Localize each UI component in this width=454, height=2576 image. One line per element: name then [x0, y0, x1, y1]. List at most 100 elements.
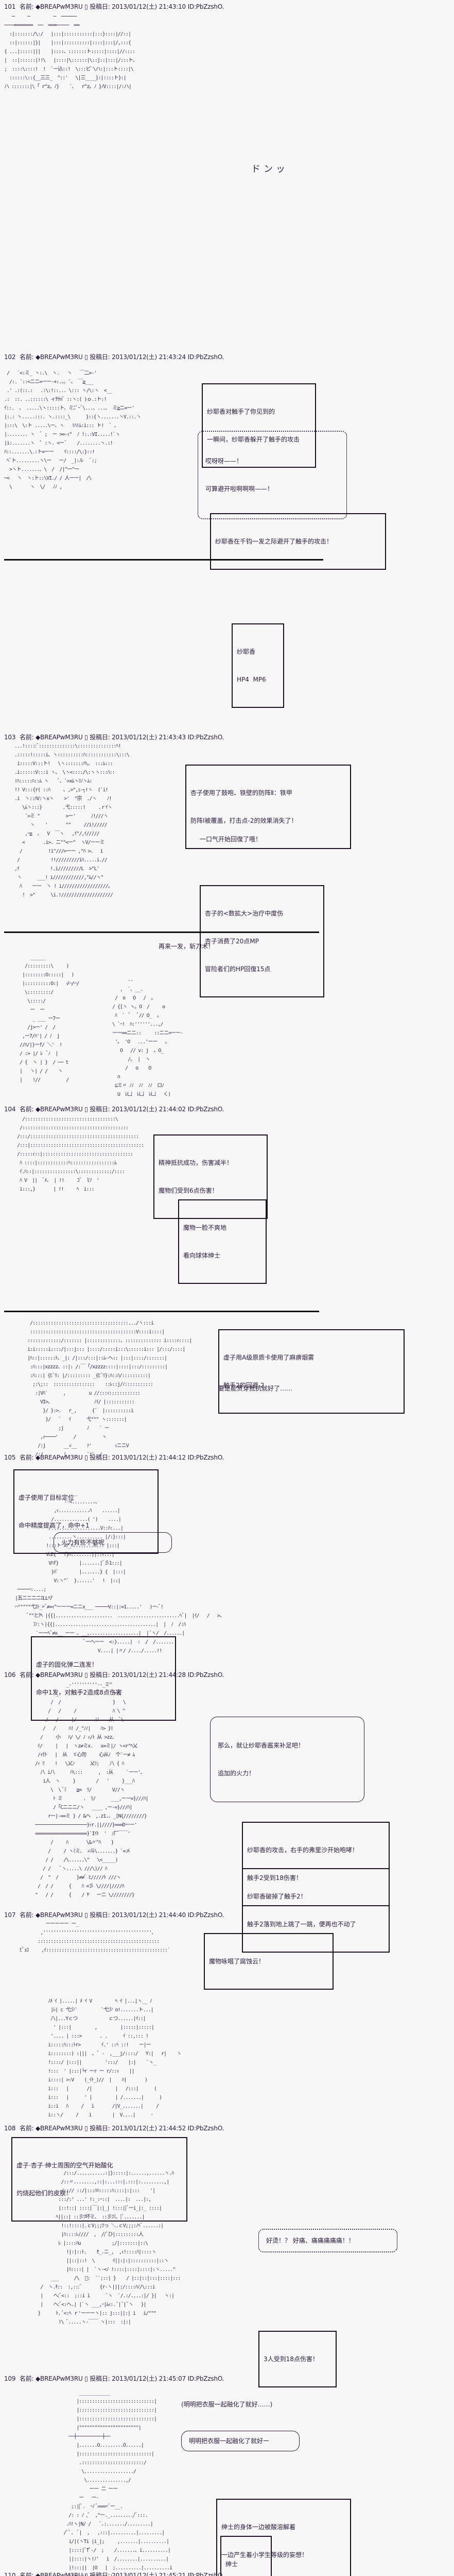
post-number[interactable]: 105 [4, 1454, 16, 1461]
narration-box: 虚子用A级原质卡使用了麻痹烟雾 触手2的回避-2 [218, 1329, 405, 1414]
post-number[interactable]: 110 [4, 2572, 16, 2576]
mail-icon[interactable]: ▯ [84, 353, 88, 361]
narration-box: 绅士的身体一边被酸溶解着 一边产生着小学生等级的妄想！ [216, 2499, 351, 2576]
narration-box: 魔物咏唱了腐蚀云！ [204, 1933, 334, 1990]
mail-icon[interactable]: ▯ [84, 1106, 88, 1113]
post-id[interactable]: ID:PbZzshO. [187, 1454, 224, 1461]
mail-icon[interactable]: ▯ [84, 2375, 88, 2382]
narration-box: 虚子的固化弹二连发！ 命中1发，对触手2造成8点伤害 [31, 1636, 176, 1721]
mail-icon[interactable]: ▯ [84, 734, 88, 741]
date-label: 投稿日: [90, 2572, 110, 2576]
narration-box: 杏子使用了鼓咆、铁壁的防阵Ⅱ：铁甲 防阵Ⅰ被覆盖，打击点-2的效果消失了！ [185, 765, 351, 849]
post-header-109: 109 名前: ◆BREAPwM3RU ▯ 投稿日: 2013/01/12(土)… [4, 2374, 224, 2383]
thought-text: (明明把衣服一起融化了就好……) [181, 2401, 273, 2408]
post-number[interactable]: 101 [4, 3, 16, 10]
tripcode: ◆BREAPwM3RU [36, 3, 83, 10]
tripcode: ◆BREAPwM3RU [36, 734, 83, 741]
ascii-art-104b: /:::::::::::::::::::::::::::::::::::::..… [27, 1320, 192, 1458]
post-number[interactable]: 103 [4, 734, 16, 741]
post-header-107: 107 名前: ◆BREAPwM3RU ▯ 投稿日: 2013/01/12(土)… [4, 1910, 224, 1920]
post-header-104: 104 名前: ◆BREAPwM3RU ▯ 投稿日: 2013/01/12(土)… [4, 1105, 224, 1114]
narration-box: 虚子·杏子·绅士周围的空气开始酸化 灼烧起他们的皮肤！ [11, 2137, 187, 2222]
ascii-art-107: ーーーーー ー_ ,''''''''''''''''''''''''''''''… [20, 1921, 170, 1953]
speech-bubble: 那么，就让纱耶香酱来补足吧！ 追加的火力！ [210, 1717, 364, 1802]
post-id[interactable]: ID:PbZzshO. [187, 3, 224, 10]
narration-box: 纱耶香破掉了触手2！ 触手2落到地上跳了一跳，便再也不动了 [242, 1868, 390, 1953]
tripcode: ◆BREAPwM3RU [36, 2375, 83, 2382]
date-label: 投稿日: [90, 1454, 110, 1461]
post-id[interactable]: ID:PbZzshO. [187, 2375, 224, 2382]
tripcode: ◆BREAPwM3RU [36, 1454, 83, 1461]
divider [4, 559, 323, 561]
post-id[interactable]: ID:PbZzshO. [187, 2572, 224, 2576]
post-id[interactable]: ID:PbZzshO. [187, 734, 224, 741]
ascii-art-108: /:::/...........:|}:::::|:......,......ヽ… [38, 2171, 181, 2325]
mail-icon[interactable]: ▯ [84, 1671, 88, 1679]
post-date: 2013/01/12(土) 21:44:28 [112, 1671, 186, 1679]
post-id[interactable]: ID:PbZzshO. [187, 1671, 224, 1679]
post-number[interactable]: 104 [4, 1106, 16, 1113]
post-header-106: 106 名前: ◆BREAPwM3RU ▯ 投稿日: 2013/01/12(土)… [4, 1670, 224, 1680]
post-header-103: 103 名前: ◆BREAPwM3RU ▯ 投稿日: 2013/01/12(土)… [4, 733, 224, 742]
post-header-102: 102 名前: ◆BREAPwM3RU ▯ 投稿日: 2013/01/12(土)… [4, 352, 224, 362]
name-label: 名前: [19, 1671, 34, 1679]
narration-box: 3人受到18点伤害！ [258, 2331, 337, 2387]
ascii-art-109: ____________ |::::::::::::::::::::::::::… [63, 2390, 193, 2576]
mail-icon[interactable]: ▯ [84, 1911, 88, 1919]
ascii-art-103c: -- , `、__. / o O / 。 / {[ヽ ヽ。O / o ﾊ ` ﾟ… [112, 978, 183, 1097]
name-label: 名前: [19, 2125, 34, 2132]
post-header-108: 108 名前: ◆BREAPwM3RU ▯ 投稿日: 2013/01/12(土)… [4, 2124, 224, 2133]
shout-bubble: 好烫！？ 好痛、痛痛痛痛痛！！ [258, 2229, 397, 2252]
tripcode: ◆BREAPwM3RU [36, 2125, 83, 2132]
tripcode: ◆BREAPwM3RU [36, 1106, 83, 1113]
post-number[interactable]: 106 [4, 1671, 16, 1679]
post-date: 2013/01/12(土) 21:43:24 [112, 353, 186, 361]
post-date: 2013/01/12(土) 21:44:12 [112, 1454, 186, 1461]
mail-icon[interactable]: ▯ [84, 2572, 88, 2576]
name-label: 名前: [19, 734, 34, 741]
post-date: 2013/01/12(土) 21:43:43 [112, 734, 186, 741]
mail-icon[interactable]: ▯ [84, 3, 88, 10]
mail-icon[interactable]: ▯ [84, 2125, 88, 2132]
post-number[interactable]: 108 [4, 2125, 16, 2132]
narration-box: 纱耶香在千钧一发之际避开了触手的攻击！ [210, 513, 386, 570]
post-header-105: 105 名前: ◆BREAPwM3RU ▯ 投稿日: 2013/01/12(土)… [4, 1453, 224, 1462]
ascii-art-106: _-''''''''''--_ミ^ _- ﾊー、 / / } \ / / / ﾊ… [35, 1682, 149, 1898]
speech-bubble: 明明把衣服一起融化了就好ー [181, 2431, 300, 2451]
post-date: 2013/01/12(土) 21:43:10 [112, 3, 186, 10]
date-label: 投稿日: [90, 2125, 110, 2132]
tripcode: ◆BREAPwM3RU [36, 1911, 83, 1919]
ascii-art-103: ...!:::::ﾞ::::::::::::::\:::::::::::::::… [14, 743, 130, 898]
date-label: 投稿日: [90, 1671, 110, 1679]
narration-box: 纱耶香对触手了你见到的 一瞬间，纱耶香躲开了触手的攻击 [202, 383, 316, 468]
dialogue-text: 再来一发，斩刀术！ [159, 943, 215, 950]
tripcode: ◆BREAPwM3RU [36, 353, 83, 361]
name-label: 名前: [19, 1106, 34, 1113]
ascii-art-101: ─ ─ ─ ────── ────═══════ ── ═══───── ══ … [4, 14, 138, 90]
narration-box: 纱耶香的攻击，右手的弗里沙开始咆哮！ 触手2受到18伤害！ [242, 1822, 390, 1906]
narration-box: 杏子的<数拡大>治疗中度伤 杏子消费了20点MP 冒险者们的HP回復15点 [200, 885, 324, 997]
dialogue-text: 一口气开始回復了哦！ [200, 836, 262, 843]
name-label: 名前: [19, 2572, 34, 2576]
post-date: 2013/01/12(土) 21:44:02 [112, 1106, 186, 1113]
post-number[interactable]: 102 [4, 353, 16, 361]
post-date: 2013/01/12(土) 21:45:21 [112, 2572, 186, 2576]
dialogue-text: 要是能贯穿抵抗就好了…… [218, 1385, 293, 1392]
name-label: 名前: [19, 353, 34, 361]
post-id[interactable]: ID:PbZzshO. [187, 2125, 224, 2132]
mail-icon[interactable]: ▯ [84, 1454, 88, 1461]
date-label: 投稿日: [90, 2375, 110, 2382]
post-id[interactable]: ID:PbZzshO. [187, 353, 224, 361]
post-number[interactable]: 109 [4, 2375, 16, 2382]
ascii-art-107b: ﾉﾒ ｲ |.....| ﾒ ｲ V ﾍ ｲ |...|ヽ__ ﾉ |ﾚ| c … [48, 1998, 182, 2118]
tripcode: ◆BREAPwM3RU [36, 1671, 83, 1679]
ascii-art-105: __ --<.........、 ,ｨ............ﾊ ......|… [15, 1490, 225, 1654]
post-id[interactable]: ID:PbZzshO. [187, 1106, 224, 1113]
post-header-101: 101 名前: ◆BREAPwM3RU ▯ 投稿日: 2013/01/12(土)… [4, 2, 224, 11]
post-id[interactable]: ID:PbZzshO. [187, 1911, 224, 1919]
shout-bubble: 哎呀呀——！ 可算避开啦啊啊啊——！ [198, 431, 347, 519]
divider [4, 931, 319, 933]
name-label: 名前: [19, 3, 34, 10]
ascii-art-102: / `<:ミ_ ヽ:.\ ヽ. ヽ ￣二=-' /:. `::<ニニ=ーー-+:… [4, 370, 142, 490]
post-number[interactable]: 107 [4, 1911, 16, 1919]
